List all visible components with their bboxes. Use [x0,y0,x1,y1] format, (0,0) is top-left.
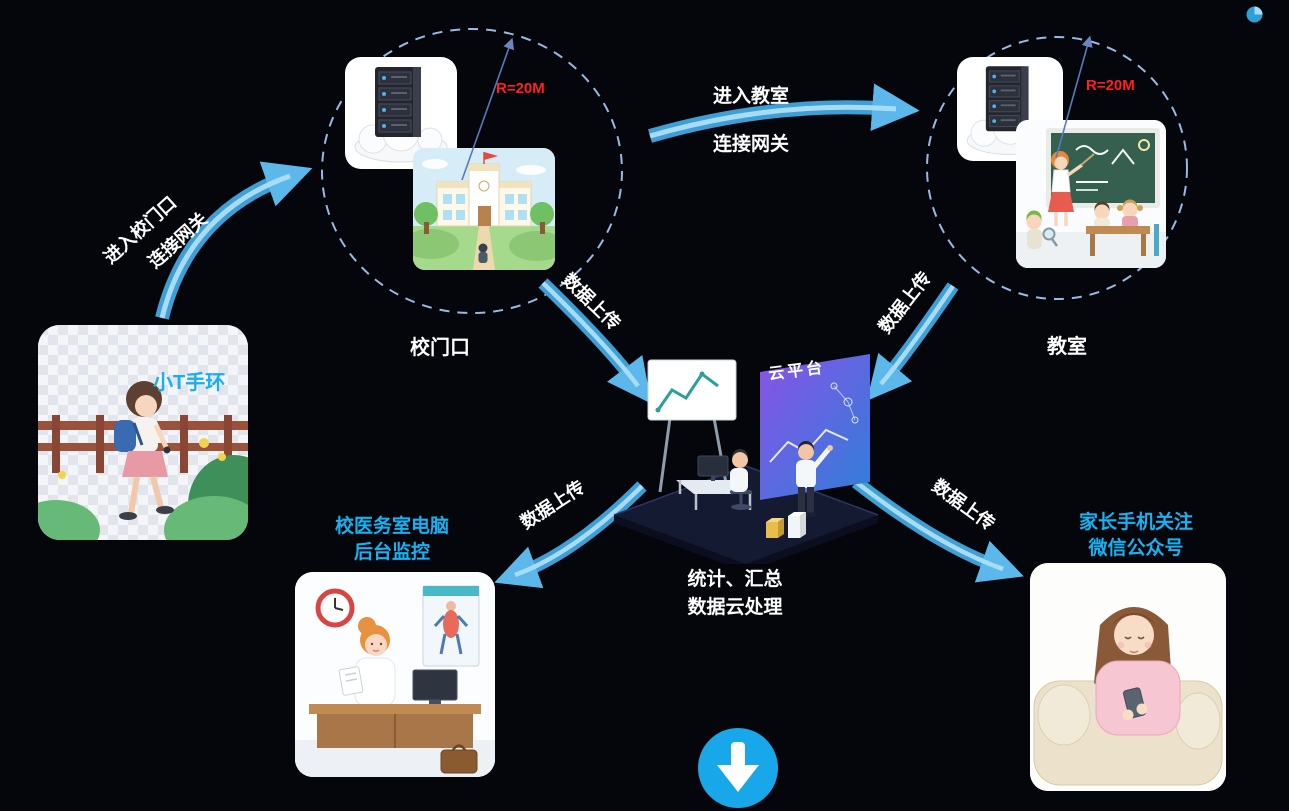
bracelet-label: 小T手环 [153,372,226,394]
parent-caption: 家长手机关注 微信公众号 [1046,510,1226,562]
anatomy-poster [422,585,480,667]
arrow-gate-to-classroom [648,83,920,143]
analyst-sitting [730,449,752,510]
parent-illustration [1030,563,1226,791]
gate-gateway-icon [345,57,457,169]
server-tower-icon [985,66,1029,132]
clinic-desk [309,704,481,748]
arrow-bracelet-to-gate [155,161,313,320]
kid-with-magnifier [1026,210,1059,249]
pie-chart-icon [1246,6,1263,23]
bracelet-illustration [38,325,248,540]
parent-caption-line2: 微信公众号 [1088,538,1184,559]
cloud-caption-line1: 统计、汇总 [687,569,783,590]
edge-label-enter-classroom: 进入教室 连接网关 [686,81,816,156]
cloud-caption-line2: 数据云处理 [687,597,783,618]
mother-figure [1094,607,1181,736]
clinic-illustration [295,572,495,777]
school-gate-illustration [413,148,555,270]
cloud-platform-illustration [610,340,882,564]
arrow-cloud-to-parent [852,476,1024,583]
nurse-figure [338,617,396,707]
parent-caption-line1: 家长手机关注 [1078,512,1193,533]
cloud-caption: 统计、汇总 数据云处理 [650,566,820,622]
down-arrow-icon [698,728,778,808]
edge-label-line2: 连接网关 [712,134,789,155]
classroom-gateway-icon [957,57,1063,161]
edge-label-line1: 进入教室 [712,86,789,107]
clinic-caption-line2: 后台监控 [353,542,430,563]
arrow-classroom-to-cloud [866,282,959,401]
iso-bar-chart [766,512,806,538]
student-figure [114,381,174,520]
down-arrow-button[interactable] [696,726,780,810]
gate-radius-label: R=20M [496,80,545,97]
desk-monitor [412,669,458,704]
classroom-coverage-circle [926,36,1188,300]
classroom-radius-label: R=20M [1086,77,1135,94]
server-tower-icon [375,67,421,137]
briefcase [440,744,478,774]
clinic-caption: 校医务室电脑 后台监控 [302,514,482,566]
students-at-desk [1086,199,1159,256]
gate-caption: 校门口 [410,337,470,359]
classroom-illustration [1016,120,1166,268]
presenter-standing [795,441,833,518]
gate-coverage-circle [321,28,623,314]
arrow-gate-to-cloud [538,278,652,404]
clinic-caption-line1: 校医务室电脑 [334,516,449,537]
wall-clock [315,588,355,628]
arrow-cloud-to-clinic [494,481,647,589]
classroom-caption: 教室 [1047,336,1087,358]
